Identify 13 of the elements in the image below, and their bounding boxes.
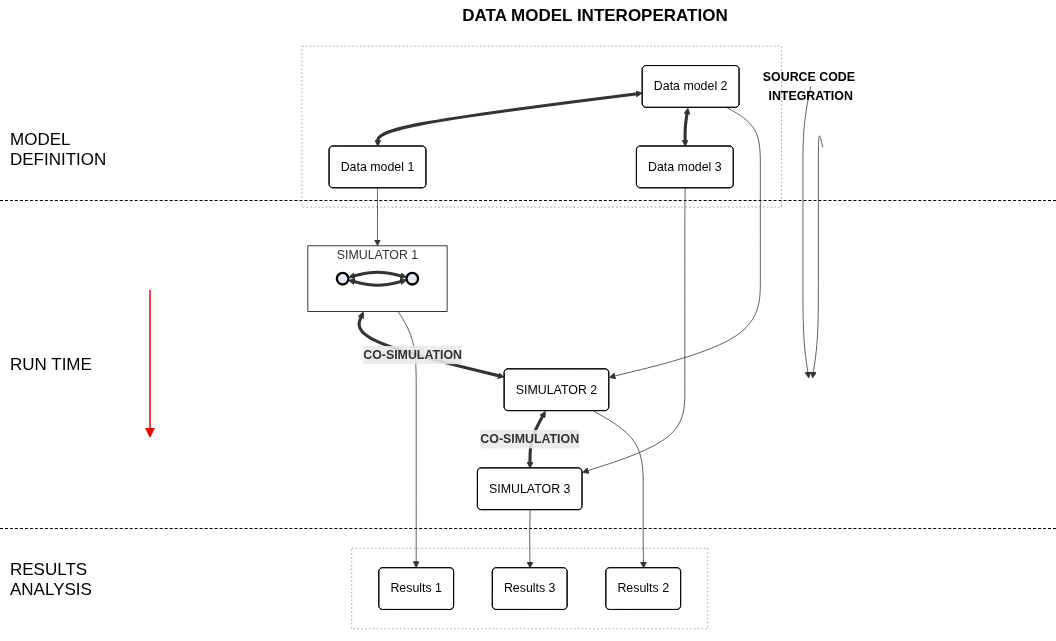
heading-text: DATA MODEL INTEROPERATION [461,6,729,26]
arrow [681,107,691,147]
node-circle [405,271,420,286]
arrow [348,270,407,280]
arrow [348,278,407,287]
lane-label: RESULTS ANALYSIS [10,560,93,600]
cluster: SIMULATOR 1 [307,245,448,312]
node-text: SOURCE CODE INTEGRATION [762,70,855,102]
node-circle [335,271,350,286]
lane-label: MODEL DEFINITION [10,130,108,170]
lane-label: RUN TIME [10,355,93,375]
arrow [374,90,643,147]
cluster [351,547,709,630]
